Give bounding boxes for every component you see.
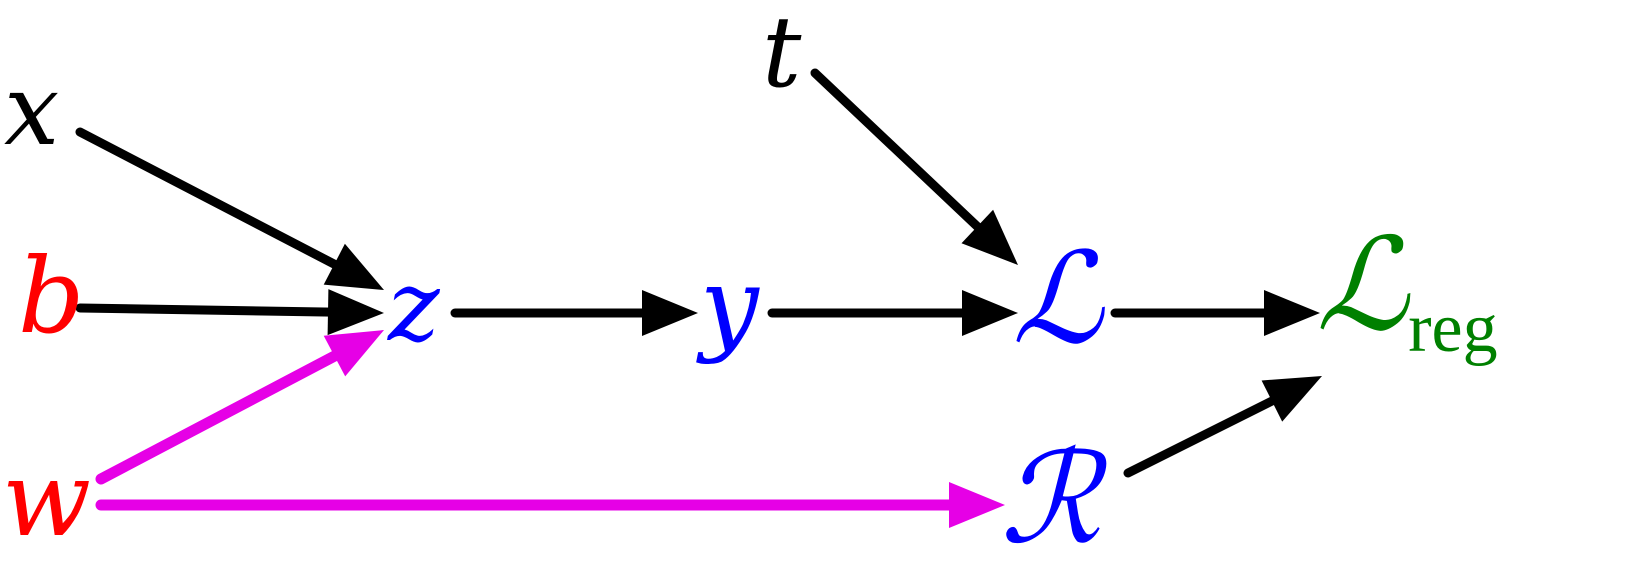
- edge-R-to-Lreg: [1123, 376, 1322, 478]
- edge-w-to-z: [95, 330, 384, 485]
- node-z: z: [388, 250, 440, 364]
- edge-t-to-L: [810, 68, 1018, 265]
- node-x: x: [4, 54, 60, 168]
- node-y: y: [700, 244, 759, 366]
- edge-b-to-z: [75, 289, 384, 336]
- edge-line: [95, 348, 344, 485]
- edge-x-to-z: [75, 127, 384, 290]
- arrowhead: [1264, 290, 1320, 336]
- edge-line: [810, 68, 985, 234]
- arrowhead: [961, 209, 1018, 265]
- node-regularizer: ℛ: [1000, 425, 1101, 572]
- node-loss-reg-symbol: ℒ: [1316, 211, 1409, 360]
- arrowhead: [327, 289, 384, 336]
- node-loss-reg-subscript: reg: [1408, 290, 1498, 367]
- arrowhead: [949, 482, 1005, 528]
- edge-w-to-R: [95, 482, 1005, 528]
- edge-line: [1123, 394, 1280, 478]
- arrowhead: [323, 330, 384, 377]
- node-loss-reg: ℒreg: [1316, 222, 1498, 364]
- edge-line: [75, 127, 343, 271]
- arrowhead: [962, 290, 1018, 336]
- arrowhead: [642, 290, 698, 336]
- node-b: b: [18, 235, 85, 357]
- node-loss: ℒ: [1012, 225, 1103, 372]
- edge-y-to-L: [767, 290, 1018, 336]
- node-t: t: [762, 0, 802, 110]
- edge-z-to-y: [450, 290, 698, 336]
- node-w: w: [2, 438, 92, 560]
- edge-line: [75, 303, 337, 317]
- arrowhead: [1261, 376, 1322, 422]
- arrowhead: [323, 243, 384, 290]
- edge-L-to-Lreg: [1110, 290, 1320, 336]
